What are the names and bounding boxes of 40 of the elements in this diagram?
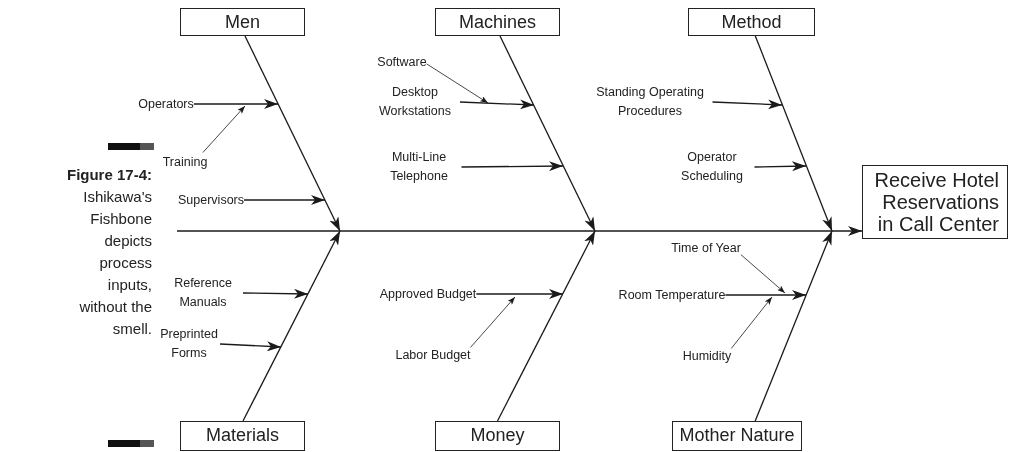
cause-label: Desktop Workstations [370, 83, 460, 121]
category-box: Money [435, 421, 560, 451]
cause-arrow [724, 290, 807, 300]
cause-arrow [219, 341, 282, 352]
spine-arrow [176, 226, 863, 236]
bone-arrow [244, 35, 341, 232]
cause-label: Time of Year [671, 238, 741, 258]
bone-arrow [242, 230, 341, 422]
category-box: Machines [435, 8, 560, 36]
cause-label: Standing Operating Procedures [587, 83, 713, 121]
bone-arrow [499, 35, 596, 232]
cause-arrow [459, 99, 535, 110]
cause-arrow [193, 99, 279, 109]
effect-box: Receive Hotel Reservations in Call Center [862, 165, 1008, 239]
cause-arrow [475, 289, 564, 299]
category-box: Method [688, 8, 815, 36]
category-box: Materials [180, 421, 305, 451]
cause-label: Labor Budget [395, 345, 471, 365]
category-box: Mother Nature [672, 421, 802, 451]
cause-label: Humidity [682, 346, 732, 366]
bone-arrow [754, 35, 833, 232]
cause-label: Preprinted Forms [158, 325, 220, 363]
figure-caption: Figure 17-4: Ishikawa's Fishbone depicts process inputs, without the smell. [65, 165, 152, 339]
category-box: Men [180, 8, 305, 36]
cause-label: Training [162, 152, 208, 172]
cause-arrow [242, 288, 309, 299]
cause-label: Room Temperature [618, 285, 726, 305]
cause-arrow [711, 99, 783, 110]
cause-arrow [460, 161, 564, 172]
cause-label: Software [377, 52, 427, 72]
cause-label: Operator Scheduling [669, 148, 755, 186]
cause-label: Reference Manuals [163, 274, 243, 312]
cause-label: Approved Budget [379, 284, 477, 304]
cause-label: Supervisors [178, 190, 244, 210]
cause-arrow [753, 161, 807, 172]
cause-label: Operators [138, 94, 194, 114]
cause-arrow [243, 195, 326, 205]
bone-arrow [496, 230, 596, 422]
cause-label: Multi-Line Telephone [376, 148, 462, 186]
bone-arrow [754, 230, 833, 422]
